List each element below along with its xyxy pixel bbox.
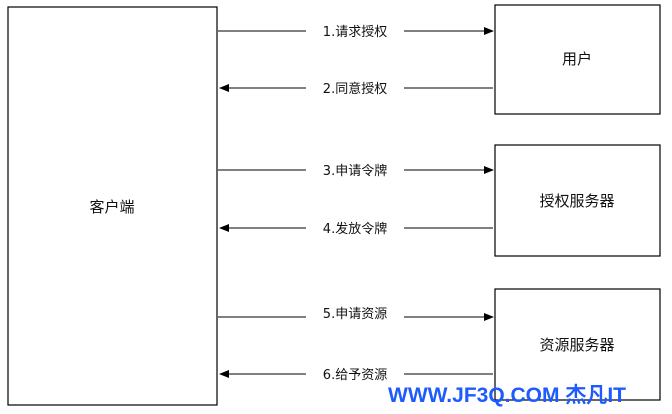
message-1-label: 1.请求授权: [323, 24, 387, 40]
message-5: 5.申请资源: [218, 307, 494, 322]
message-3: 3.申请令牌: [218, 163, 494, 179]
client-label: 客户端: [89, 198, 134, 216]
resource-server-label: 资源服务器: [539, 336, 614, 354]
message-1: 1.请求授权: [218, 24, 494, 40]
watermark-text: WWW.JF3Q.COM 杰凡IT: [388, 384, 626, 407]
message-4: 4.发放令牌: [219, 221, 493, 237]
client-node: 客户端: [7, 6, 218, 406]
message-2: 2.同意授权: [219, 81, 493, 97]
auth-server-node: 授权服务器: [494, 144, 661, 257]
message-6-label: 6.给予资源: [323, 368, 387, 383]
auth-server-label: 授权服务器: [539, 192, 614, 210]
message-2-label: 2.同意授权: [323, 81, 387, 97]
message-6: 6.给予资源: [219, 368, 493, 383]
user-label: 用户: [562, 50, 592, 68]
message-5-label: 5.申请资源: [323, 307, 387, 322]
message-4-label: 4.发放令牌: [323, 221, 387, 237]
user-node: 用户: [494, 4, 661, 115]
resource-server-node: 资源服务器: [494, 288, 661, 401]
message-3-label: 3.申请令牌: [323, 163, 387, 179]
